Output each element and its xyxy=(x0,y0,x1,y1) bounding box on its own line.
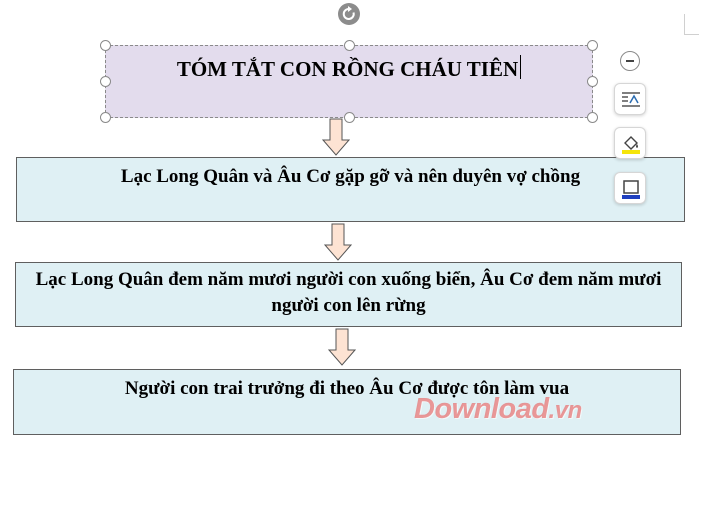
text-cursor xyxy=(520,55,522,79)
resize-handle-bottom-right[interactable] xyxy=(587,112,598,123)
resize-handle-right[interactable] xyxy=(587,76,598,87)
watermark-logo: Download.vn xyxy=(414,393,582,426)
shape-fill-button[interactable] xyxy=(614,127,646,159)
title-shape[interactable]: TÓM TẮT CON RỒNG CHÁU TIÊN xyxy=(105,45,593,118)
resize-handle-top[interactable] xyxy=(344,40,355,51)
down-arrow-1[interactable] xyxy=(322,118,350,156)
flow-box-3-text: Người con trai trưởng đi theo Âu Cơ được… xyxy=(124,378,570,399)
flow-box-2-text: Lạc Long Quân đem năm mươi người con xuố… xyxy=(35,269,662,316)
layout-options-icon xyxy=(622,92,640,107)
flow-box-2[interactable]: Lạc Long Quân đem năm mươi người con xuố… xyxy=(15,262,682,327)
flow-box-1-text: Lạc Long Quân và Âu Cơ gặp gỡ và nên duy… xyxy=(120,166,581,187)
watermark-suffix: .vn xyxy=(548,397,583,424)
title-text[interactable]: TÓM TẮT CON RỒNG CHÁU TIÊN xyxy=(176,57,519,81)
resize-handle-top-left[interactable] xyxy=(100,40,111,51)
resize-handle-top-right[interactable] xyxy=(587,40,598,51)
flow-box-1[interactable]: Lạc Long Quân và Âu Cơ gặp gỡ và nên duy… xyxy=(16,157,685,222)
page-corner-marker xyxy=(684,14,699,35)
resize-handle-left[interactable] xyxy=(100,76,111,87)
shape-outline-icon xyxy=(622,180,640,199)
rotate-handle-icon[interactable] xyxy=(338,3,360,25)
down-arrow-2[interactable] xyxy=(324,223,352,261)
down-arrow-3[interactable] xyxy=(328,328,356,366)
shape-outline-button[interactable] xyxy=(614,172,646,204)
resize-handle-bottom-left[interactable] xyxy=(100,112,111,123)
collapse-minus-icon[interactable] xyxy=(620,51,640,71)
watermark-text: Download xyxy=(414,393,549,425)
shape-fill-icon xyxy=(622,136,640,154)
flow-box-3[interactable]: Người con trai trưởng đi theo Âu Cơ được… xyxy=(13,369,681,435)
layout-options-button[interactable] xyxy=(614,83,646,115)
resize-handle-bottom[interactable] xyxy=(344,112,355,123)
